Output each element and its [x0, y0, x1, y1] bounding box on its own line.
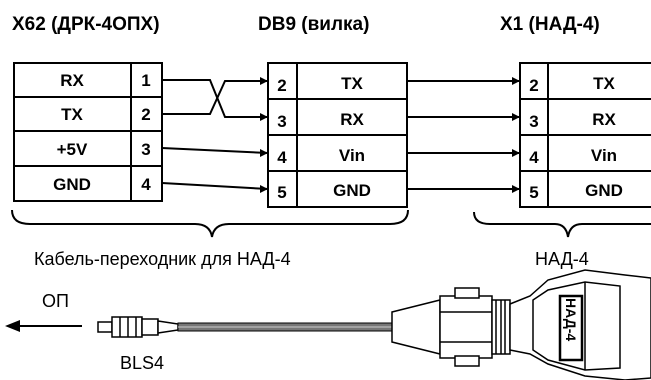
x62-pin-2: 2: [141, 105, 150, 124]
x1-signal-tx: TX: [593, 74, 615, 93]
db9-pin-3: 3: [277, 112, 286, 131]
left-arrow-icon: [5, 320, 82, 332]
wire-arrowheads-x1: [512, 77, 520, 193]
x62-pin-1: 1: [141, 71, 150, 90]
x1-pin-3: 3: [529, 112, 538, 131]
db9-signal-vin: Vin: [339, 146, 365, 165]
op-label: ОП: [42, 291, 69, 311]
bls4-label: BLS4: [120, 353, 164, 373]
wire-arrowheads-db9: [260, 77, 268, 193]
x62-signal-5v: +5V: [57, 140, 88, 159]
cable-brace: [11, 209, 409, 238]
x1-signal-gnd: GND: [585, 181, 623, 200]
connector-db9-table: [267, 62, 408, 208]
nad4-device-icon: [509, 269, 651, 380]
bls4-plug-icon: [97, 316, 179, 338]
db9-signal-tx: TX: [341, 74, 363, 93]
db9-signal-rx: RX: [340, 110, 364, 129]
x62-pin-3: 3: [141, 140, 150, 159]
x62-signal-tx: TX: [61, 105, 83, 124]
x62-signal-gnd: GND: [53, 175, 91, 194]
header-db9: DB9 (вилка): [258, 14, 369, 35]
wires-x62-to-db9: [161, 79, 269, 190]
device-brace: [473, 211, 651, 238]
db9-pin-2: 2: [277, 76, 286, 95]
connector-x1-table: [519, 62, 651, 208]
x1-pin-5: 5: [529, 183, 538, 202]
x1-pin-4: 4: [529, 148, 539, 167]
header-x1: X1 (НАД-4): [500, 14, 600, 35]
db9-signal-gnd: GND: [333, 181, 371, 200]
x1-pin-2: 2: [529, 76, 538, 95]
header-x62: X62 (ДРК-4ОПХ): [12, 14, 160, 35]
cable-caption: Кабель-переходник для НАД-4: [34, 249, 291, 269]
db9-pin-5: 5: [277, 183, 286, 202]
device-caption: НАД-4: [535, 249, 589, 269]
x1-signal-vin: Vin: [591, 146, 617, 165]
wires-db9-to-x1: [407, 80, 520, 190]
db9-pin-4: 4: [277, 148, 287, 167]
db9-adapter-icon: [391, 287, 511, 367]
cable-icon: [177, 322, 393, 332]
x1-signal-rx: RX: [592, 110, 616, 129]
x62-pin-4: 4: [141, 175, 151, 194]
x62-signal-rx: RX: [60, 71, 84, 90]
nad4-device-label: НАД-4: [563, 298, 579, 341]
connector-x62-table: [13, 62, 163, 202]
